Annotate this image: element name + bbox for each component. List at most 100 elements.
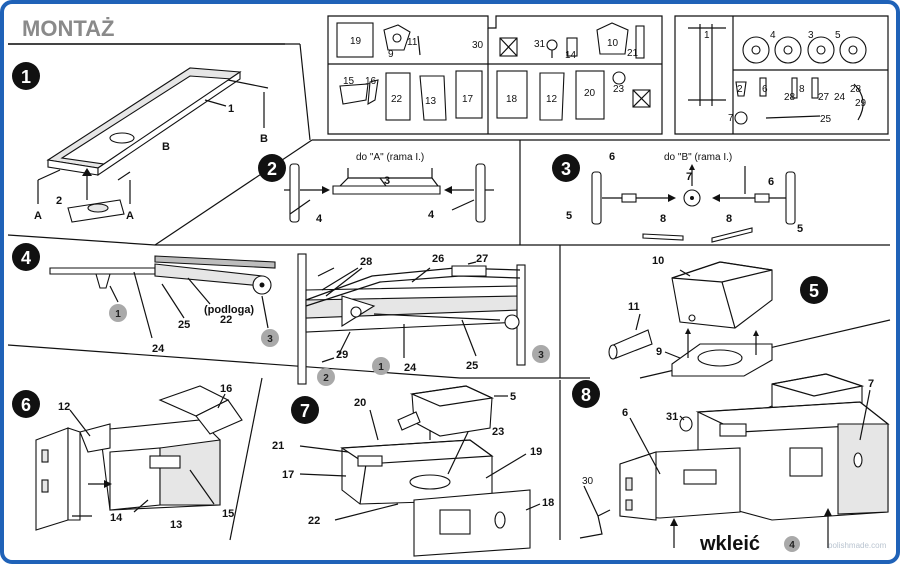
step-7-label-23: 23 (492, 426, 504, 438)
sprue-part-5: 5 (835, 30, 841, 41)
sprue-part-31: 31 (534, 39, 546, 50)
step-3-note: do "B" (rama I.) (664, 152, 732, 163)
step-7-label-21: 21 (272, 440, 284, 452)
sprue-part-10: 10 (607, 38, 619, 49)
step-7-label-20: 20 (354, 397, 366, 409)
step-3-label-6: 6 (609, 151, 615, 163)
step-6-label-14: 14 (110, 512, 123, 524)
step-4-label-25: 25 (178, 319, 190, 331)
step-4-ref-1-label: 1 (115, 309, 121, 320)
step-6-label-12: 12 (58, 401, 70, 413)
step-4-label-25b: 25 (466, 360, 478, 372)
sprue-part-2: 2 (737, 84, 743, 95)
step-6-label-13: 13 (170, 519, 182, 531)
divider (7, 234, 156, 246)
step-8-glue-ref-label: 4 (789, 540, 795, 551)
step-1: 1 1 B B 2 A A (12, 62, 269, 223)
step-3-label-8: 8 (660, 213, 666, 225)
step-8-label-6: 6 (622, 407, 628, 419)
step-4-label-28: 28 (360, 256, 372, 268)
step-7-label-5: 5 (510, 391, 516, 403)
step-4-label-27: 27 (476, 253, 488, 265)
step-4-label-22: 22 (220, 314, 232, 326)
step-3-label-7: 7 (686, 171, 692, 183)
sprue-part-7: 7 (728, 113, 734, 124)
sprue-part-12: 12 (546, 94, 558, 105)
step-7-badge (291, 396, 319, 424)
sprue-part-22: 22 (391, 94, 403, 105)
step-4-label-26: 26 (432, 253, 444, 265)
step-5-label-11: 11 (628, 301, 640, 313)
step-6-badge (12, 390, 40, 418)
sprue-part-17: 17 (462, 94, 474, 105)
step-5-number: 5 (809, 281, 819, 301)
step-3: 3 do "B" (rama I.) 6 7 6 5 8 8 5 (552, 151, 803, 243)
step-4-number: 4 (21, 248, 31, 268)
step-4: 4 1 25 (podloga) 22 3 24 (12, 243, 550, 386)
step-6-number: 6 (21, 395, 31, 415)
step-4-ref-3 (261, 329, 279, 347)
step-4-ref-1 (109, 304, 127, 322)
divider (7, 344, 461, 379)
step-2-label-3: 3 (384, 175, 390, 187)
step-4-ref-3b (532, 345, 550, 363)
step-1-label-1: 1 (228, 103, 234, 115)
step-4-label-29: 29 (336, 349, 348, 361)
step-1-label-a: A (34, 210, 42, 222)
sprue-part-9: 9 (388, 49, 394, 60)
watermark: polishmade.com (828, 541, 887, 550)
sprue-part-4: 4 (770, 30, 776, 41)
step-7-label-22: 22 (308, 515, 320, 527)
sprue-part-23: 23 (613, 84, 625, 95)
sprue-part-28b: 28 (850, 84, 862, 95)
step-2: 2 do "A" (rama I.) 3 4 4 (258, 152, 494, 225)
step-5-label-10: 10 (652, 255, 664, 267)
divider (299, 43, 311, 141)
sprue-part-6: 6 (762, 84, 768, 95)
step-4-ref-3b-label: 3 (538, 350, 544, 361)
step-7-label-17: 17 (282, 469, 294, 481)
step-5-badge (800, 276, 828, 304)
step-4-ref-2 (317, 368, 335, 386)
step-3-label-5b: 5 (797, 223, 803, 235)
step-3-label-8b: 8 (726, 213, 732, 225)
step-1-label-b2: B (260, 133, 268, 145)
sprue-part-13: 13 (425, 96, 437, 107)
sprue-part-28: 28 (784, 92, 796, 103)
step-2-label-4: 4 (316, 213, 323, 225)
step-8-glue-ref (784, 536, 800, 552)
step-4-ref-1b-label: 1 (378, 362, 384, 373)
step-2-label-4b: 4 (428, 209, 435, 221)
step-4-badge (12, 243, 40, 271)
step-5: 5 10 11 9 (608, 255, 828, 377)
sprue-part-1: 1 (704, 30, 710, 41)
step-8-badge (572, 380, 600, 408)
step-8: 8 6 31 7 30 wkleić 4 (572, 373, 890, 555)
step-4-label-podloga: (podloga) (204, 304, 254, 316)
sprue-part-20: 20 (584, 88, 596, 99)
step-2-badge (258, 154, 286, 182)
step-8-label-30: 30 (582, 476, 594, 487)
step-4-ref-2-label: 2 (323, 373, 329, 384)
step-7-label-19: 19 (530, 446, 542, 458)
sprue-part-16: 16 (365, 76, 377, 87)
step-3-label-6b: 6 (768, 176, 774, 188)
step-8-label-7: 7 (868, 378, 874, 390)
step-6: 6 16 12 13 14 15 (12, 383, 243, 531)
sprue-part-15: 15 (343, 76, 355, 87)
step-6-label-16: 16 (220, 383, 232, 395)
step-7-number: 7 (300, 401, 310, 421)
step-4-label-24: 24 (152, 343, 165, 355)
page-title: MONTAŻ (22, 16, 114, 41)
step-3-number: 3 (561, 159, 571, 179)
step-1-label-a2: A (126, 210, 134, 222)
sprue-part-3: 3 (808, 30, 814, 41)
step-5-label-9: 9 (656, 346, 662, 358)
sprue-part-11: 11 (407, 37, 418, 48)
sprue-part-30: 30 (472, 40, 484, 51)
divider (154, 139, 313, 246)
step-1-label-2: 2 (56, 195, 62, 207)
sprue-part-18: 18 (506, 94, 518, 105)
